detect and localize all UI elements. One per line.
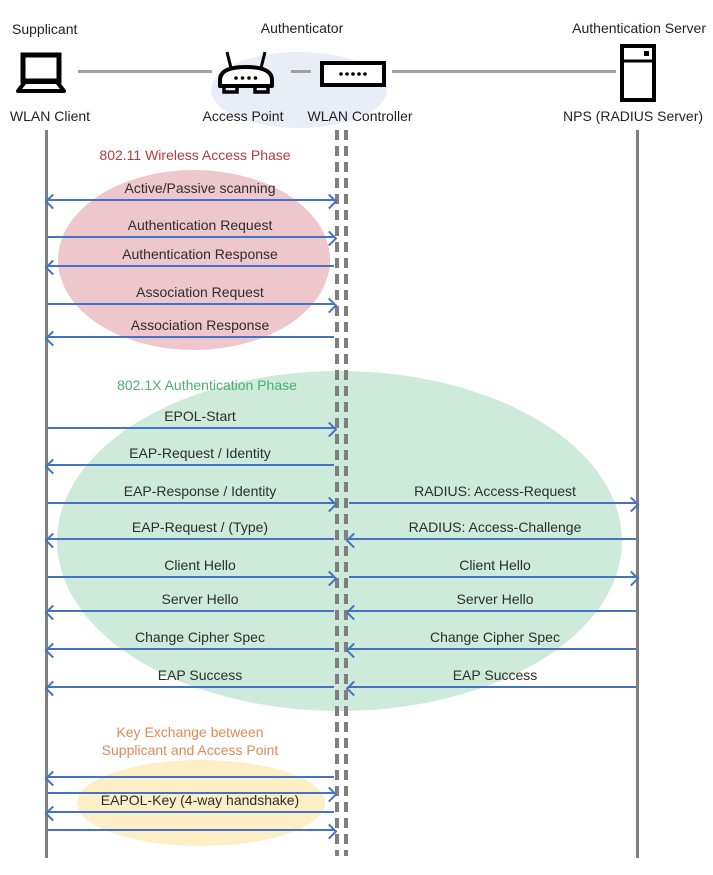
lifeline-radius-server bbox=[636, 130, 639, 858]
phase-title-key-exchange: Key Exchange between Supplicant and Acce… bbox=[40, 723, 340, 759]
message-label: Server Hello bbox=[456, 591, 534, 607]
message-label: Server Hello bbox=[161, 591, 239, 607]
lifeline-wlan-client bbox=[45, 130, 48, 858]
device-label-nps: NPS (RADIUS Server) bbox=[563, 108, 704, 124]
connector-client-ap bbox=[78, 70, 212, 73]
message-label: Association Request bbox=[136, 284, 264, 300]
phase-title-key-line1: Key Exchange between bbox=[116, 724, 264, 740]
message-label: Change Cipher Spec bbox=[135, 629, 265, 645]
message-arrow bbox=[44, 532, 334, 548]
message-label: Client Hello bbox=[164, 557, 236, 573]
phase-title-8021x: 802.1X Authentication Phase bbox=[117, 377, 297, 393]
message-label: EPOL-Start bbox=[164, 408, 236, 424]
message-label: RADIUS: Access-Challenge bbox=[408, 519, 582, 535]
message-label: EAP Success bbox=[452, 667, 538, 683]
message-arrow bbox=[48, 297, 338, 313]
message-arrow bbox=[44, 458, 334, 474]
wlan-controller-icon bbox=[320, 61, 386, 87]
message-arrow bbox=[44, 259, 334, 275]
lifeline-authenticator-right bbox=[344, 130, 348, 856]
message-label: EAPOL-Key (4-way handshake) bbox=[100, 792, 300, 808]
message-label: Change Cipher Spec bbox=[430, 629, 560, 645]
message-arrow bbox=[345, 642, 636, 658]
message-arrow bbox=[349, 570, 640, 586]
message-arrow bbox=[349, 496, 640, 512]
message-label: Association Response bbox=[130, 317, 270, 333]
phase-title-key-line2: Supplicant and Access Point bbox=[101, 742, 279, 758]
message-arrow bbox=[48, 786, 338, 802]
message-arrow bbox=[44, 770, 334, 786]
message-arrow bbox=[48, 421, 338, 437]
message-arrow bbox=[44, 805, 334, 821]
message-arrow bbox=[44, 680, 334, 696]
message-label: Client Hello bbox=[459, 557, 531, 573]
message-arrow bbox=[48, 230, 338, 246]
connector-ap-controller bbox=[291, 70, 311, 73]
message-arrow bbox=[345, 604, 636, 620]
message-arrow bbox=[44, 642, 334, 658]
lifeline-authenticator-left bbox=[335, 130, 339, 856]
message-label: RADIUS: Access-Request bbox=[414, 483, 576, 499]
message-arrow bbox=[44, 193, 338, 209]
message-arrow bbox=[44, 604, 334, 620]
message-arrow bbox=[48, 823, 338, 839]
message-arrow bbox=[48, 496, 338, 512]
message-label: Active/Passive scanning bbox=[124, 180, 276, 196]
message-arrow bbox=[345, 680, 636, 696]
message-arrow bbox=[48, 570, 338, 586]
message-arrow bbox=[44, 330, 334, 346]
device-label-access-point: Access Point bbox=[202, 108, 284, 124]
phase-ellipse-key-exchange bbox=[77, 760, 325, 846]
arrowhead-left bbox=[44, 770, 61, 786]
message-label: EAP-Request / (Type) bbox=[131, 519, 269, 535]
message-arrow bbox=[345, 532, 636, 548]
device-label-wlan-controller: WLAN Controller bbox=[307, 108, 413, 124]
phase-title-80211: 802.11 Wireless Access Phase bbox=[99, 147, 291, 163]
server-icon bbox=[620, 44, 656, 102]
laptop-icon bbox=[10, 52, 72, 94]
role-label-authenticator: Authenticator bbox=[260, 20, 344, 36]
message-label: EAP-Response / Identity bbox=[123, 483, 277, 499]
message-label: EAP-Request / Identity bbox=[129, 445, 271, 461]
access-point-icon bbox=[215, 50, 277, 96]
role-label-supplicant: Supplicant bbox=[12, 21, 78, 37]
device-label-wlan-client: WLAN Client bbox=[9, 108, 91, 124]
message-label: EAP Success bbox=[157, 667, 243, 683]
message-label: Authentication Request bbox=[127, 217, 273, 233]
connector-controller-server bbox=[392, 70, 616, 73]
message-label: Authentication Response bbox=[122, 246, 278, 262]
role-label-authentication-server: Authentication Server bbox=[572, 20, 706, 36]
arrowhead-right bbox=[321, 823, 338, 839]
